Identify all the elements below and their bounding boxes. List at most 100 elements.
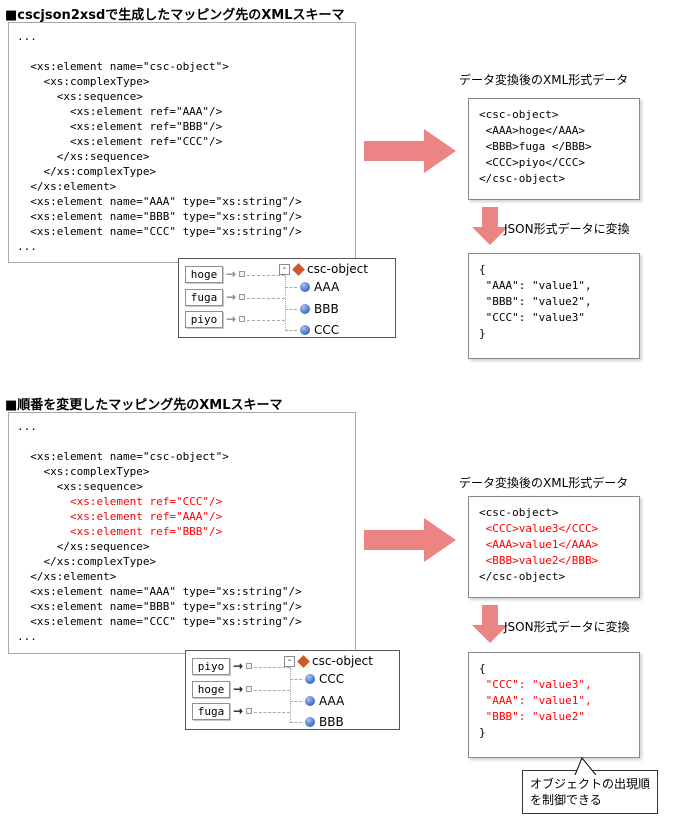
text-line: <xs:element ref="BBB"/> [17, 525, 223, 538]
section2-title: ■順番を変更したマッピング先のXMLスキーマ [5, 398, 283, 413]
text-line: <xs:element name="AAA" type="xs:string"/… [17, 585, 302, 598]
text-line: <xs:element name="csc-object"> [17, 60, 229, 73]
element-node-icon [300, 325, 310, 335]
text-line: <xs:element name="CCC" type="xs:string"/… [17, 225, 302, 238]
section2-json-result-box: { "CCC": "value3", "AAA": "value1", "BBB… [468, 652, 640, 758]
text-line: <xs:element ref="BBB"/> [17, 120, 223, 133]
text-line: <xs:element name="csc-object"> [17, 450, 229, 463]
tree-collapse-icon[interactable]: - [284, 655, 295, 667]
tree-branch-line [285, 309, 297, 310]
tree-child-label: BBB [319, 715, 344, 729]
port-icon [239, 271, 245, 277]
mapping-link-line [254, 667, 290, 668]
element-node-icon [305, 696, 315, 706]
tree-child-node: AAA [305, 694, 344, 708]
element-node-icon [305, 674, 315, 684]
root-node-icon [297, 654, 310, 668]
text-line: </xs:element> [17, 180, 117, 193]
text-line: "BBB": "value2" [479, 710, 585, 723]
text-line: <CCC>value3</CCC> [479, 522, 599, 535]
tree-root-label: csc-object [312, 654, 373, 668]
text-line: <CCC>piyo</CCC> [479, 156, 585, 169]
callout-tail-icon [574, 757, 597, 775]
transform-arrow-right-icon [364, 518, 456, 562]
section1-title: ■cscjson2xsdで生成したマッピング先のXMLスキーマ [5, 8, 345, 23]
mapping-link-line [247, 275, 285, 276]
mapping-source-box: piyo [192, 658, 230, 675]
text-line: <xs:element name="BBB" type="xs:string"/… [17, 600, 302, 613]
text-line: <BBB>fuga </BBB> [479, 140, 592, 153]
text-line: <xs:element ref="AAA"/> [17, 510, 223, 523]
element-node-icon [300, 282, 310, 292]
port-icon [246, 686, 252, 692]
tree-branch-line [290, 668, 291, 722]
text-line: <xs:sequence> [17, 480, 143, 493]
text-line: "AAA": "value1", [479, 279, 592, 292]
tree-child-node: AAA [300, 280, 339, 294]
text-line: <xs:element ref="AAA"/> [17, 105, 223, 118]
section2-xml-result-label: データ変換後のXML形式データ [459, 476, 629, 490]
tree-child-node: BBB [305, 715, 344, 729]
text-line: } [479, 327, 486, 340]
text-line: "CCC": "value3" [479, 311, 585, 324]
arrow-shaft [364, 530, 424, 550]
mapping-source-box: hoge [192, 681, 230, 698]
text-line: <xs:element ref="CCC"/> [17, 135, 223, 148]
tree-branch-line [290, 701, 302, 702]
text-line: </xs:sequence> [17, 150, 150, 163]
map-arrow-icon: → [233, 682, 244, 696]
text-line: ... [17, 30, 37, 43]
text-line: <xs:element name="AAA" type="xs:string"/… [17, 195, 302, 208]
text-line: </xs:complexType> [17, 555, 157, 568]
tree-branch-line [290, 679, 302, 680]
mapping-source-box: fuga [185, 289, 223, 306]
text-line: } [479, 726, 486, 739]
text-line: </xs:element> [17, 570, 117, 583]
tree-branch-line [290, 722, 302, 723]
arrow-head [472, 625, 508, 643]
section1-schema-code-box: ... <xs:element name="csc-object"> <xs:c… [8, 22, 356, 263]
tree-collapse-icon[interactable]: - [279, 263, 290, 275]
section1-xml-result-label: データ変換後のXML形式データ [459, 73, 629, 87]
text-line: <csc-object> [479, 506, 559, 519]
port-icon [246, 708, 252, 714]
text-line: ... [17, 420, 37, 433]
mapping-source-box: hoge [185, 266, 223, 283]
port-icon [239, 316, 245, 322]
text-line: "CCC": "value3", [479, 678, 592, 691]
port-icon [246, 663, 252, 669]
text-line: <xs:complexType> [17, 75, 150, 88]
text-line: <xs:complexType> [17, 465, 150, 478]
element-node-icon [300, 304, 310, 314]
arrow-shaft [364, 141, 424, 161]
text-line: "BBB": "value2", [479, 295, 592, 308]
mapping-link-line [247, 320, 285, 321]
section1-xml-result-box: <csc-object> <AAA>hoge</AAA> <BBB>fuga <… [468, 98, 640, 200]
section1-json-result-box: { "AAA": "value1", "BBB": "value2", "CCC… [468, 253, 640, 359]
arrow-head [424, 518, 456, 562]
port-icon [239, 294, 245, 300]
map-arrow-icon: → [226, 312, 237, 326]
text-line: ... [17, 240, 37, 253]
text-line: "AAA": "value1", [479, 694, 592, 707]
tree-child-label: AAA [314, 280, 340, 294]
text-line: { [479, 263, 486, 276]
mapping-source-box: fuga [192, 703, 230, 720]
text-line: </xs:sequence> [17, 540, 150, 553]
text-line: <AAA>value1</AAA> [479, 538, 599, 551]
mapping-source-box: piyo [185, 311, 223, 328]
tree-child-node: CCC [305, 672, 344, 686]
text-line [17, 434, 347, 449]
section1-json-convert-label: JSON形式データに変換 [504, 222, 630, 236]
tree-root-label: csc-object [307, 262, 368, 276]
text-line: </csc-object> [479, 570, 566, 583]
transform-arrow-right-icon [364, 129, 456, 173]
text-line: <BBB>value2</BBB> [479, 554, 599, 567]
tree-child-label: CCC [319, 672, 345, 686]
mapping-link-line [254, 690, 290, 691]
text-line: </xs:complexType> [17, 165, 157, 178]
tree-root-node: - csc-object [284, 654, 373, 668]
tree-branch-line [285, 330, 297, 331]
tree-branch-line [285, 276, 286, 330]
section2-xml-result-box: <csc-object> <CCC>value3</CCC> <AAA>valu… [468, 496, 640, 598]
